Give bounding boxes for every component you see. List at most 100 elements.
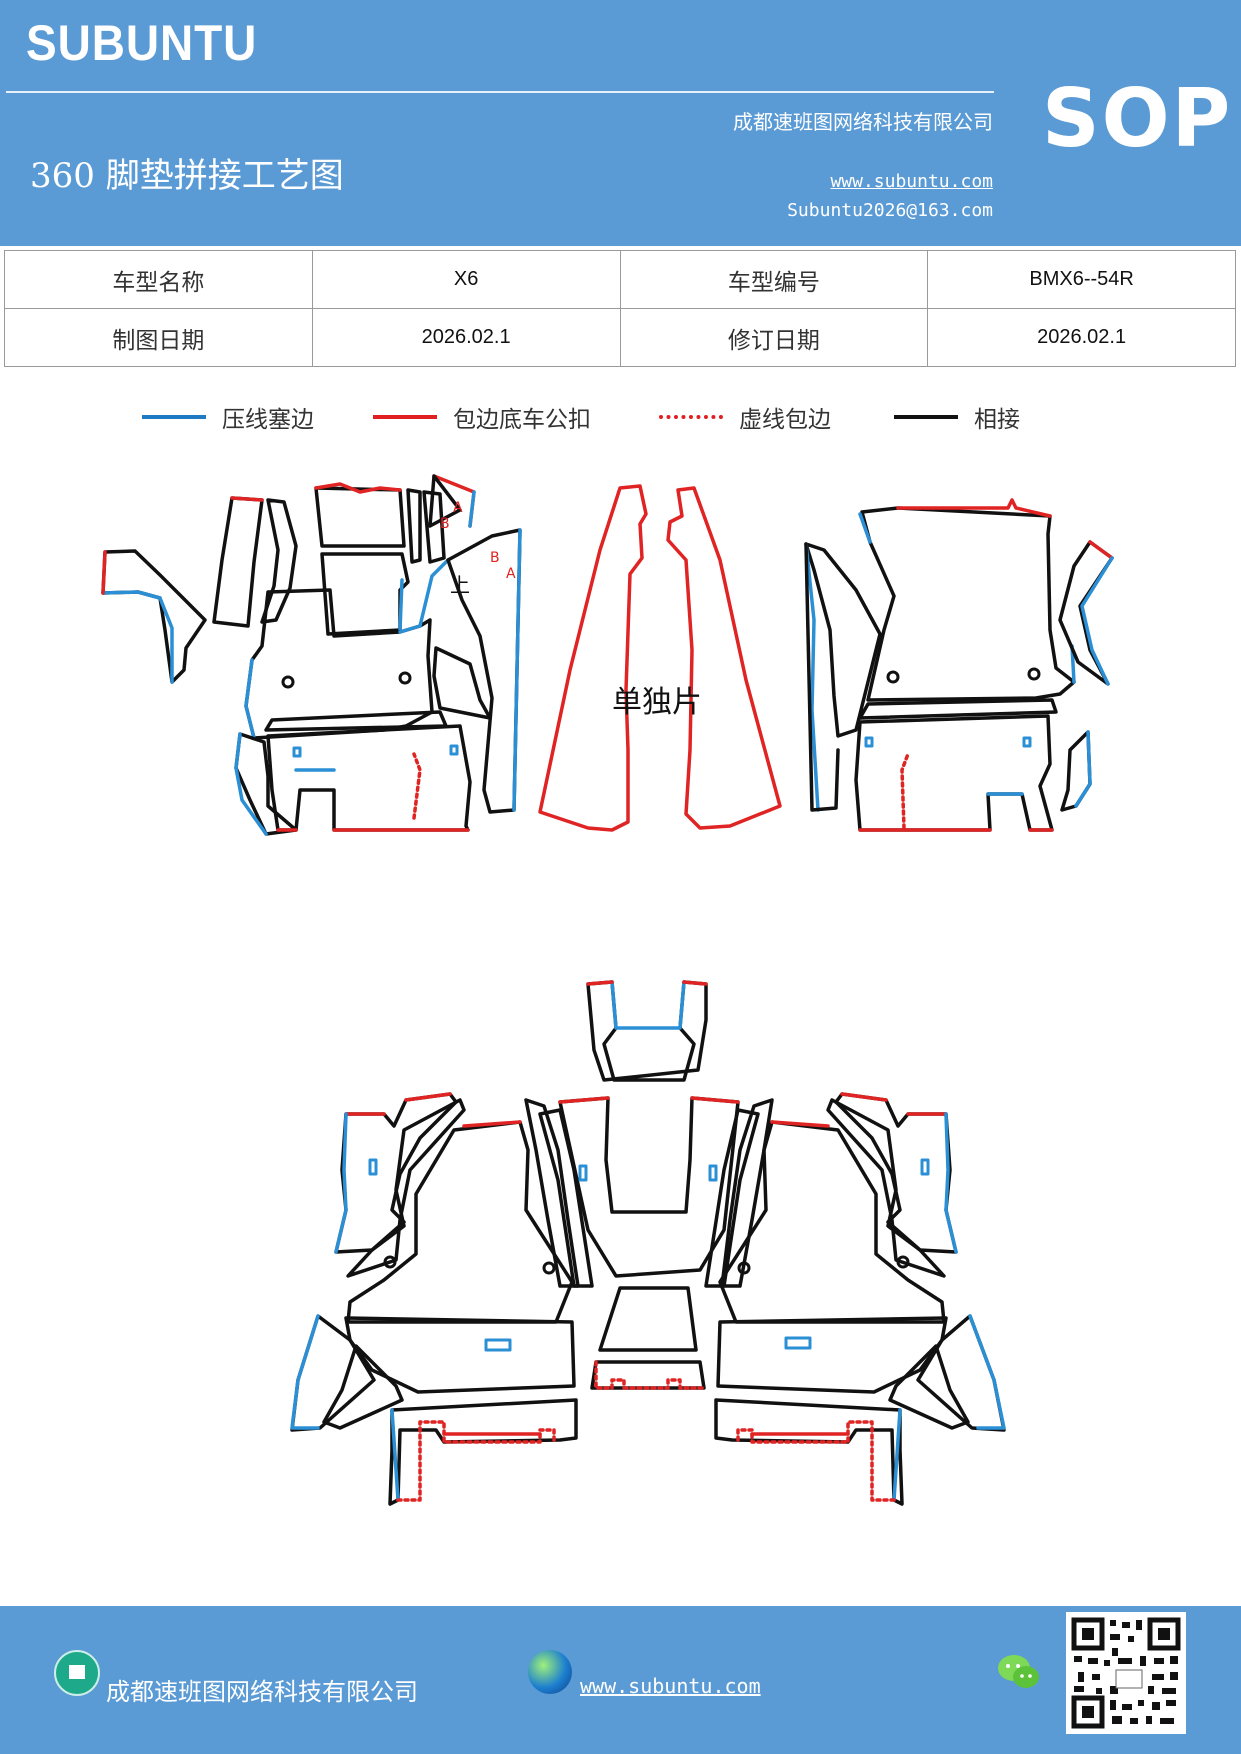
mat-piece <box>1060 730 1092 812</box>
mat-slot <box>578 1164 588 1182</box>
marker-a: A <box>506 566 516 582</box>
mat-piece <box>346 1120 574 1324</box>
mat-edge-red <box>344 1092 452 1116</box>
mat-piece <box>1058 540 1114 686</box>
table-row: 制图日期 2026.02.1 修订日期 2026.02.1 <box>4 308 1236 367</box>
model-code-label: 车型编号 <box>619 250 929 309</box>
revision-date-value: 2026.02.1 <box>927 308 1236 367</box>
mat-hole <box>281 675 295 689</box>
mat-edge-blue <box>468 490 476 528</box>
legend-item-joined: 相接 <box>894 400 1020 434</box>
marker-top: 上 <box>450 573 470 597</box>
mat-edge-blue <box>892 1408 902 1502</box>
sop-badge: SOP <box>1042 72 1233 165</box>
single-piece-label: 单独片 <box>612 685 702 720</box>
mat-piece <box>432 646 492 720</box>
marker-b: B <box>440 516 450 532</box>
legend-swatch <box>142 415 206 419</box>
mat-edge-blue <box>390 1408 400 1502</box>
mat-edge-blue <box>944 1112 958 1254</box>
mat-piece <box>322 1344 404 1430</box>
mat-edge-red <box>230 496 264 502</box>
drawing-date-label: 制图日期 <box>4 308 313 367</box>
globe-icon <box>528 1650 572 1694</box>
mat-piece <box>428 474 462 528</box>
single-pieces-group: 单独片 <box>538 484 782 832</box>
mat-slot <box>1022 736 1032 748</box>
mat-edge-blue <box>234 732 268 836</box>
mat-piece <box>314 486 406 548</box>
mat-edge-blue <box>610 980 686 1030</box>
mat-piece-single-right <box>666 486 782 830</box>
mat-slot <box>864 736 874 748</box>
model-name-label: 车型名称 <box>4 250 313 309</box>
mat-piece <box>716 1316 948 1394</box>
header-divider <box>6 91 994 93</box>
mat-piece <box>344 1316 576 1394</box>
mat-piece <box>586 980 708 1082</box>
legend-item-dashed-binding: 虚线包边 <box>659 400 831 434</box>
legend-item-edge-binding: 包边底车公扣 <box>373 400 591 434</box>
mat-piece <box>854 714 1054 832</box>
mat-piece <box>804 542 882 738</box>
mat-piece <box>598 1286 698 1352</box>
marker-a: A <box>453 500 463 516</box>
legend-swatch <box>373 415 437 419</box>
mat-piece <box>860 506 1076 702</box>
mat-piece <box>212 496 264 628</box>
rear-mat-group <box>290 980 1006 1506</box>
mat-piece <box>422 490 446 564</box>
header-banner: SUBUNTU 成都速班图网络科技有限公司 360 脚垫拼接工艺图 www.su… <box>0 0 1241 246</box>
mat-edge-red <box>396 1420 556 1502</box>
mat-piece <box>406 488 422 564</box>
mat-edge-blue <box>398 578 404 632</box>
footer-company-name: 成都速班图网络科技有限公司 <box>106 1678 418 1706</box>
mat-hole <box>896 1255 910 1269</box>
mat-edge-blue <box>858 512 872 544</box>
mat-piece <box>804 542 840 812</box>
legend-label: 相接 <box>974 407 1020 433</box>
logo: SUBUNTU <box>26 15 258 71</box>
left-front-mat-group: 上 A B B A <box>101 474 522 836</box>
mat-slot <box>784 1336 812 1350</box>
table-row: 车型名称 X6 车型编号 BMX6--54R <box>4 250 1236 309</box>
mat-piece <box>334 1092 458 1254</box>
marker-b: B <box>490 550 500 566</box>
company-name: 成都速班图网络科技有限公司 <box>733 110 993 134</box>
mat-piece <box>101 549 207 684</box>
mat-edge-red <box>896 498 1052 518</box>
model-name-value: X6 <box>311 250 621 309</box>
mat-slot <box>449 744 459 756</box>
right-front-mat-group <box>804 498 1114 832</box>
website-link[interactable]: www.subuntu.com <box>830 171 993 192</box>
footer-website-link[interactable]: www.subuntu.com <box>580 1674 761 1698</box>
footer-banner: 成都速班图网络科技有限公司 www.subuntu.com <box>0 1606 1241 1754</box>
mat-edge-red <box>462 1120 522 1128</box>
mat-edge-red <box>101 550 107 595</box>
mat-hole <box>398 671 412 685</box>
wechat-icon[interactable] <box>996 1652 1042 1692</box>
mat-hole <box>737 1261 751 1275</box>
mat-edge-blue <box>290 1314 320 1430</box>
mat-slot <box>292 746 302 758</box>
qr-code <box>1066 1612 1186 1734</box>
mat-edge-red <box>594 1360 706 1390</box>
mat-piece <box>234 732 298 836</box>
mat-edge-blue <box>334 1112 348 1254</box>
page-title: 360 脚垫拼接工艺图 <box>30 156 344 196</box>
mat-piece <box>590 1360 706 1390</box>
mat-slot <box>368 1158 378 1176</box>
mat-edge-blue <box>968 1314 1006 1430</box>
mat-edge-blue <box>1074 730 1092 808</box>
mat-piece <box>320 552 410 636</box>
mat-slot <box>920 1158 930 1176</box>
legend: 压线塞边 包边底车公扣 虚线包边 相接 <box>0 400 1241 440</box>
mat-edge-blue <box>1080 556 1114 686</box>
mat-edge-red <box>586 980 708 986</box>
mat-slot <box>708 1164 718 1182</box>
mat-piece <box>704 1108 760 1288</box>
mat-hole <box>886 670 900 684</box>
vehicle-info-table: 车型名称 X6 车型编号 BMX6--54R 制图日期 2026.02.1 修订… <box>4 250 1236 367</box>
mat-piece <box>266 724 472 832</box>
mat-hole <box>1027 667 1041 681</box>
